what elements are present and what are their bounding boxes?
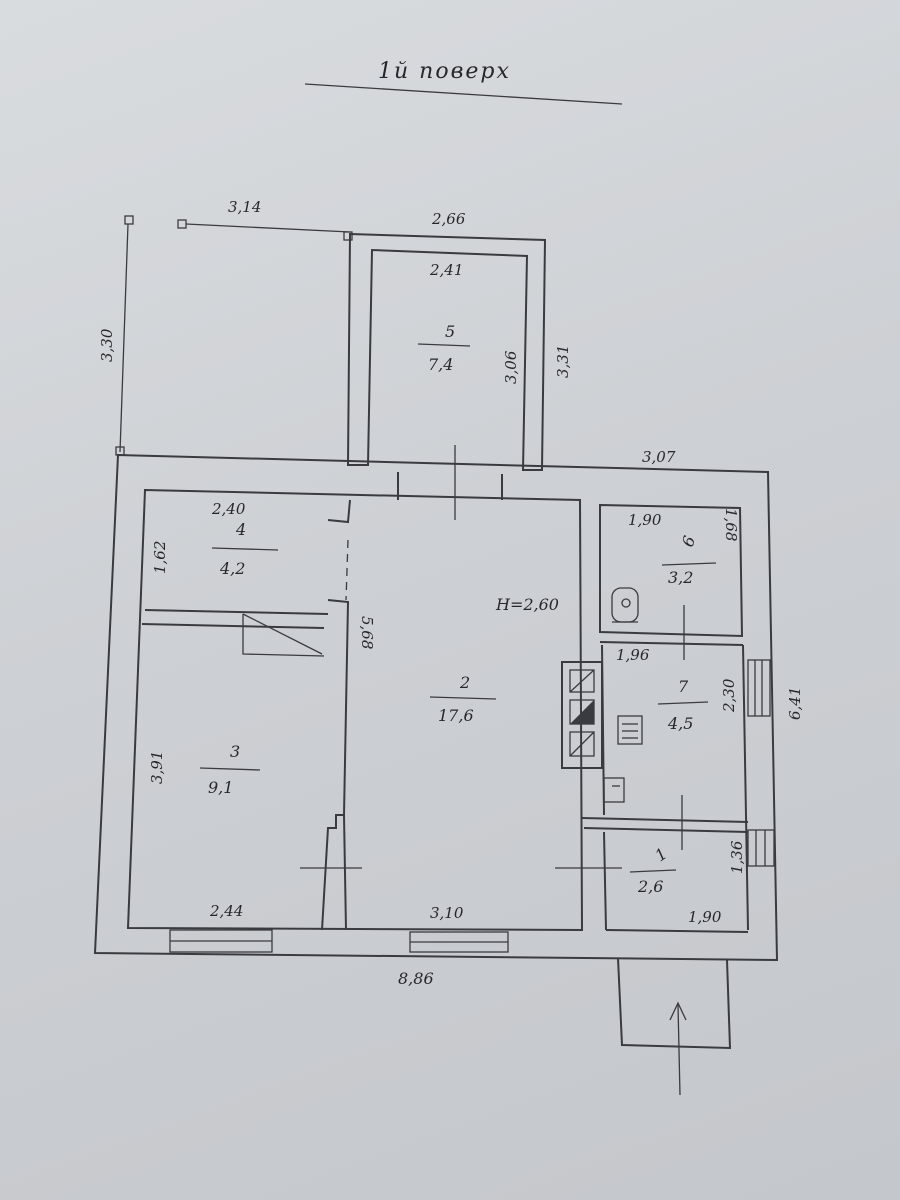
toilet-fixture bbox=[611, 587, 639, 623]
room-6-area: 3,2 bbox=[668, 568, 693, 587]
room-1-area: 2,6 bbox=[637, 877, 663, 896]
dim-room4-width: 2,40 bbox=[211, 500, 246, 518]
dim-right-total-depth: 6,41 bbox=[786, 687, 804, 720]
dim-annex-inner-width: 2,41 bbox=[429, 261, 463, 279]
room-4-number: 4 bbox=[235, 520, 246, 539]
dim-room2-depth: 5,68 bbox=[358, 616, 376, 649]
room-5-number: 5 bbox=[445, 322, 455, 341]
room-labels: 5 7,4 4 4,2 6 3,2 2 17,6 7 4,5 3 9,1 1 2… bbox=[199, 322, 717, 896]
plan-title: 1й поверх bbox=[378, 59, 511, 84]
annex-room-5 bbox=[343, 231, 547, 471]
dim-room7-width: 1,96 bbox=[616, 646, 650, 664]
outer-walls bbox=[93, 453, 779, 962]
room-3-number: 3 bbox=[230, 742, 240, 761]
dim-annex-outer-width: 2,66 bbox=[431, 210, 466, 228]
room-6-number: 6 bbox=[678, 533, 699, 549]
windows bbox=[169, 659, 775, 953]
room-2-number: 2 bbox=[459, 673, 470, 692]
dim-right-top-width: 3,07 bbox=[642, 448, 676, 466]
dim-annex-inner-depth: 3,06 bbox=[502, 350, 520, 384]
entrance-porch bbox=[617, 957, 732, 1096]
boiler-fixture bbox=[617, 715, 643, 745]
dim-room6-width: 1,90 bbox=[628, 511, 662, 529]
room-3-area: 9,1 bbox=[208, 778, 233, 797]
dim-room7-depth: 2,30 bbox=[720, 678, 738, 713]
title-underline bbox=[304, 83, 623, 105]
room-1-number: 1 bbox=[651, 844, 670, 865]
terrace-outline bbox=[115, 215, 351, 456]
dim-room1-depth: 1,36 bbox=[728, 840, 746, 874]
room-2-area: 17,6 bbox=[438, 706, 474, 725]
dim-room1-width: 1,90 bbox=[688, 908, 722, 926]
dim-total-width: 8,86 bbox=[398, 969, 434, 988]
room-7-number: 7 bbox=[678, 677, 689, 696]
dim-terrace-width: 3,14 bbox=[228, 198, 261, 216]
ceiling-height-label: H=2,60 bbox=[495, 595, 559, 614]
dim-room3-depth: 3,91 bbox=[148, 751, 166, 784]
room-4-area: 4,2 bbox=[219, 559, 245, 578]
dim-terrace-depth: 3,30 bbox=[98, 328, 116, 362]
sink-fixture bbox=[603, 777, 625, 803]
room-5-area: 7,4 bbox=[428, 355, 453, 374]
stove-block bbox=[561, 661, 603, 769]
room-7-area: 4,5 bbox=[667, 714, 693, 733]
dim-room4-depth: 1,62 bbox=[151, 541, 169, 574]
dimension-labels: 3,14 2,66 2,41 3,06 3,31 3,30 3,07 2,40 … bbox=[98, 198, 804, 988]
dim-room6-depth: 1,68 bbox=[722, 508, 740, 541]
dim-annex-outer-depth: 3,31 bbox=[554, 345, 572, 378]
dim-room3-width: 2,44 bbox=[209, 902, 243, 920]
dim-room2-width: 3,10 bbox=[430, 904, 464, 922]
